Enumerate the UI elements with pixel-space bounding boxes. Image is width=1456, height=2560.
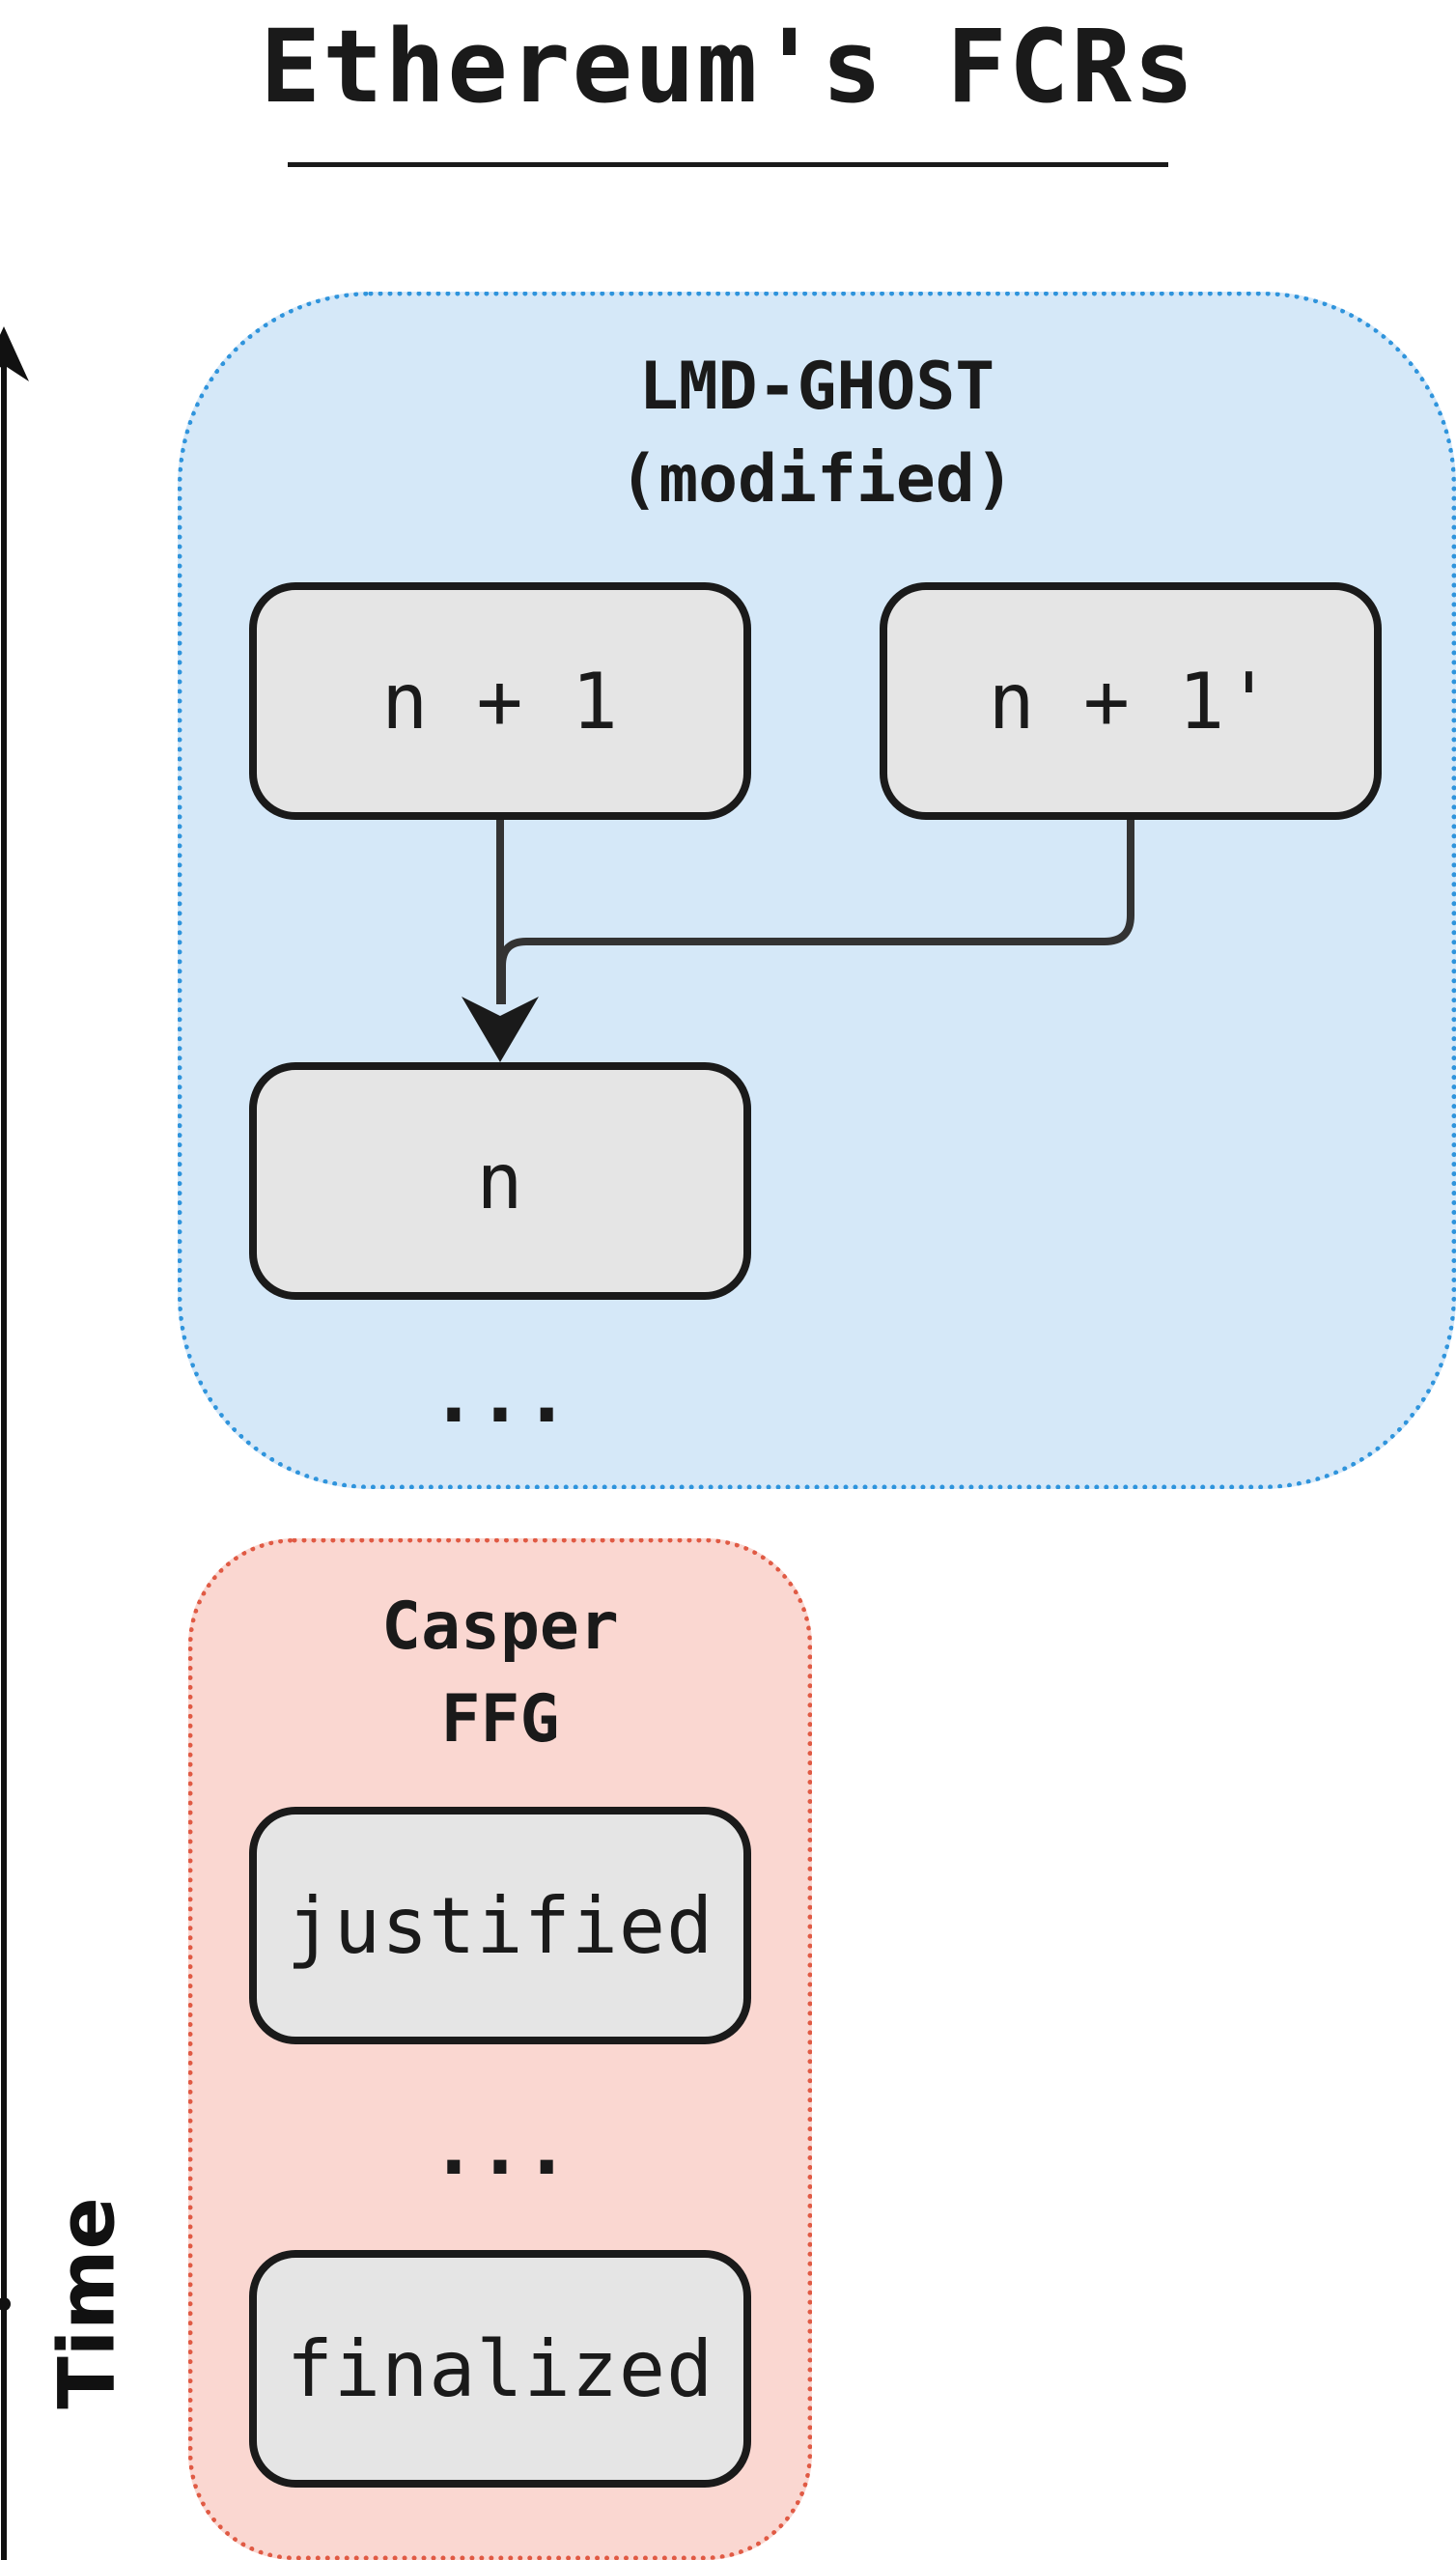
lmd-ghost-label: LMD-GHOST (modified)	[178, 341, 1456, 526]
title-underline	[288, 162, 1168, 167]
block-n-plus-1: n + 1	[249, 582, 751, 820]
block-n-plus-1-prime: n + 1'	[880, 582, 1382, 820]
diagram-title: Ethereum's FCRs	[260, 8, 1196, 126]
casper-ffg-label-line2: FFG	[440, 1681, 560, 1758]
casper-ffg-label-line1: Casper	[381, 1589, 619, 1665]
time-axis-label: Time	[42, 2197, 132, 2409]
ghost-ellipsis: ...	[430, 1350, 571, 1440]
lmd-ghost-label-line1: LMD-GHOST	[638, 349, 995, 425]
casper-ffg-label: Casper FFG	[188, 1581, 812, 1766]
lmd-ghost-label-line2: (modified)	[619, 441, 1015, 518]
time-axis-arrowhead	[0, 326, 29, 381]
checkpoint-finalized: finalized	[249, 2250, 751, 2488]
casper-ellipsis: ...	[430, 2102, 571, 2192]
time-axis-tick	[0, 2297, 11, 2311]
block-n: n	[249, 1062, 751, 1300]
checkpoint-justified: justified	[249, 1807, 751, 2044]
